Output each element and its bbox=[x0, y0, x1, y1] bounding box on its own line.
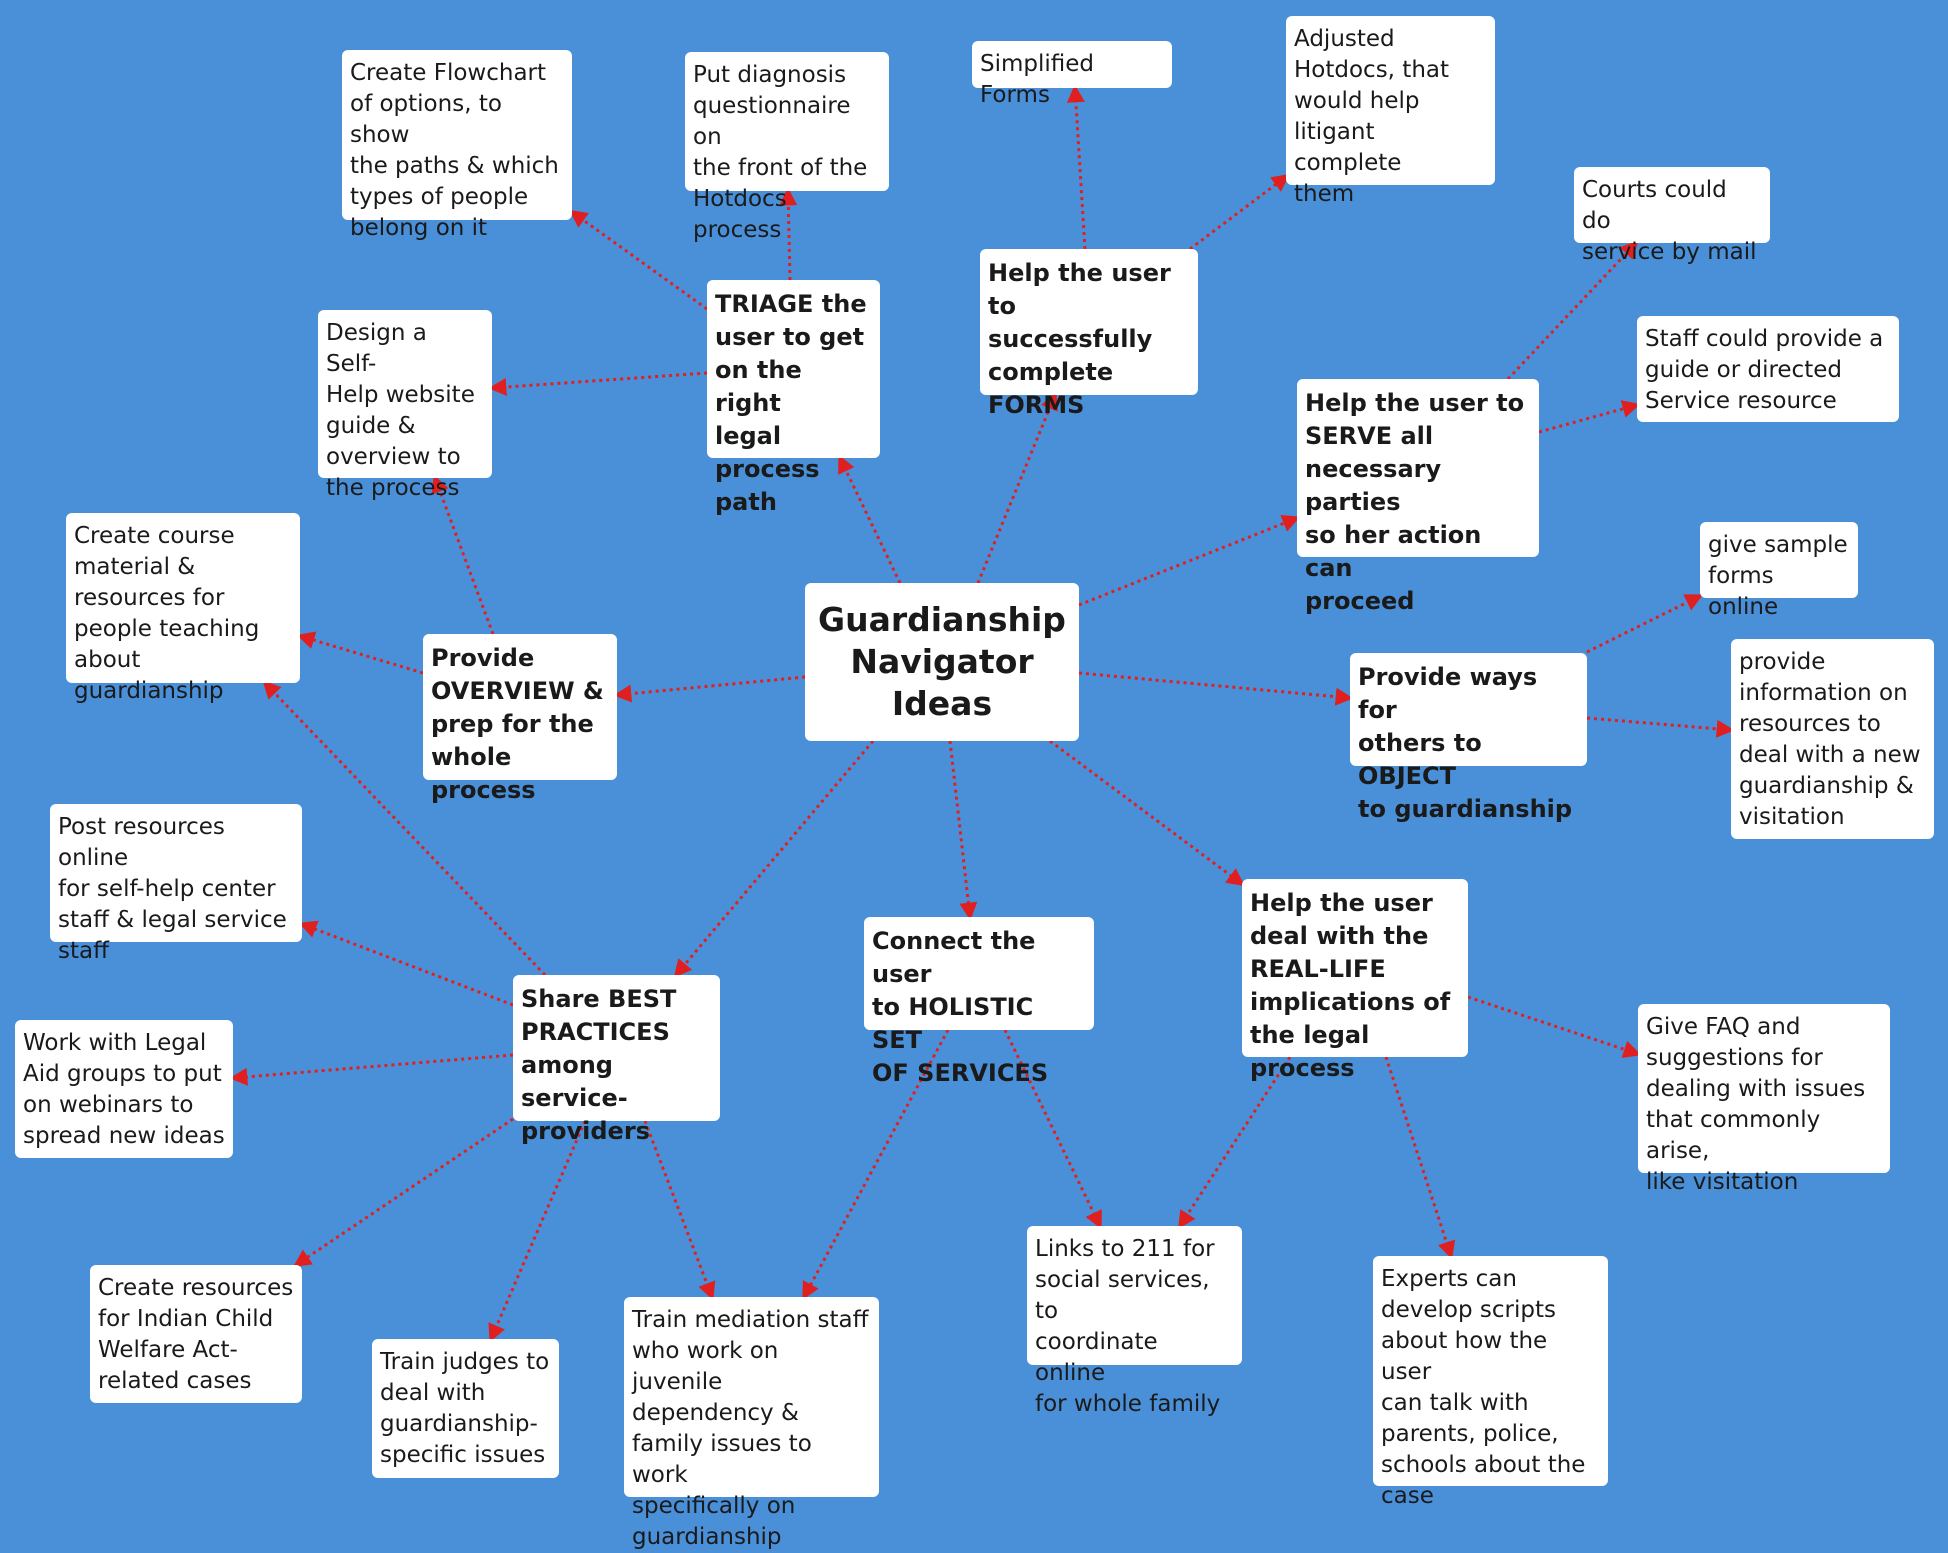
connector-arrow-from-best bbox=[643, 1120, 716, 1301]
branch-real-life: Help the user deal with the REAL-LIFE im… bbox=[1242, 879, 1468, 1082]
connector-arrow-from-center bbox=[613, 675, 806, 703]
connector-arrow-from-reallife bbox=[1384, 1056, 1456, 1260]
connector-arrow-from-forms bbox=[1189, 173, 1290, 251]
branch-object: Provide ways for others to OBJECT to gua… bbox=[1350, 653, 1587, 823]
branch-holistic: Connect the user to HOLISTIC SET OF SERV… bbox=[864, 917, 1094, 1087]
connector-arrow-from-best bbox=[298, 920, 514, 1007]
connector-arrow-from-serve bbox=[1506, 240, 1639, 381]
branch-triage: TRIAGE the user to get on the right lega… bbox=[707, 280, 880, 516]
connector-arrow-from-best bbox=[293, 1117, 514, 1268]
leaf-self-help-website: Design a Self- Help website guide & over… bbox=[318, 310, 492, 501]
branch-overview: Provide OVERVIEW & prep for the whole pr… bbox=[423, 634, 617, 804]
connector-arrow-from-center bbox=[1078, 671, 1354, 706]
connector-arrow-from-triage bbox=[488, 371, 708, 396]
connector-arrow-from-center bbox=[1078, 514, 1301, 607]
leaf-train-mediation: Train mediation staff who work on juveni… bbox=[624, 1297, 879, 1550]
branch-serve: Help the user to SERVE all necessary par… bbox=[1297, 379, 1539, 615]
connector-arrow-from-center bbox=[838, 454, 902, 584]
connector-arrow-from-center bbox=[1049, 739, 1245, 887]
connector-arrow-from-best bbox=[488, 1120, 587, 1343]
leaf-experts-scripts: Experts can develop scripts about how th… bbox=[1373, 1256, 1608, 1509]
leaf-provide-information: provide information on resources to deal… bbox=[1731, 639, 1934, 839]
leaf-staff-guide: Staff could provide a guide or directed … bbox=[1637, 316, 1899, 422]
leaf-links-211: Links to 211 for social services, to coo… bbox=[1027, 1226, 1242, 1417]
leaf-sample-forms: give sample forms online bbox=[1700, 522, 1858, 620]
connector-arrow-from-holistic bbox=[1003, 1029, 1102, 1230]
connector-arrow-from-forms bbox=[1066, 84, 1087, 250]
connector-arrow-from-center bbox=[673, 740, 875, 978]
leaf-post-resources: Post resources online for self-help cent… bbox=[50, 804, 302, 964]
connector-arrow-from-best bbox=[262, 680, 547, 977]
connector-arrow-from-object bbox=[1586, 594, 1704, 654]
connector-arrow-from-triage bbox=[779, 187, 798, 281]
leaf-legal-aid-webinars: Work with Legal Aid groups to put on web… bbox=[15, 1020, 233, 1158]
leaf-diagnosis: Put diagnosis questionnaire on the front… bbox=[685, 52, 889, 243]
connector-arrow-from-center bbox=[976, 391, 1058, 584]
leaf-course-material: Create course material & resources for p… bbox=[66, 513, 300, 704]
connector-arrow-from-triage bbox=[569, 209, 708, 311]
leaf-indian-child-welfare: Create resources for Indian Child Welfar… bbox=[90, 1265, 302, 1403]
branch-forms: Help the user to successfully complete F… bbox=[980, 249, 1198, 419]
branch-best-practices: Share BEST PRACTICES among service- prov… bbox=[513, 975, 720, 1145]
connector-layer bbox=[229, 84, 1735, 1343]
connector-arrow-from-holistic bbox=[802, 1029, 950, 1301]
leaf-service-by-mail: Courts could do service by mail bbox=[1574, 167, 1770, 265]
mind-map: Guardianship Navigator Ideas TRIAGE the … bbox=[15, 16, 1934, 1550]
connector-arrow-from-reallife bbox=[1178, 1056, 1292, 1230]
leaf-flowchart: Create Flowchart of options, to show the… bbox=[342, 50, 572, 241]
connector-arrow-from-object bbox=[1586, 716, 1735, 738]
connector-arrow-from-best bbox=[229, 1053, 514, 1086]
leaf-hotdocs: Adjusted Hotdocs, that would help litiga… bbox=[1286, 16, 1495, 207]
connector-arrow-from-reallife bbox=[1467, 995, 1642, 1058]
central-topic: Guardianship Navigator Ideas bbox=[805, 583, 1079, 741]
leaf-train-judges: Train judges to deal with guardianship- … bbox=[372, 1339, 559, 1478]
connector-arrow-from-serve bbox=[1538, 400, 1641, 434]
leaf-simplified-forms: Simplified Forms bbox=[972, 41, 1172, 108]
connector-arrow-from-overview bbox=[296, 631, 424, 675]
leaf-faq: Give FAQ and suggestions for dealing wit… bbox=[1638, 1004, 1890, 1195]
connector-arrow-from-center bbox=[948, 740, 978, 921]
